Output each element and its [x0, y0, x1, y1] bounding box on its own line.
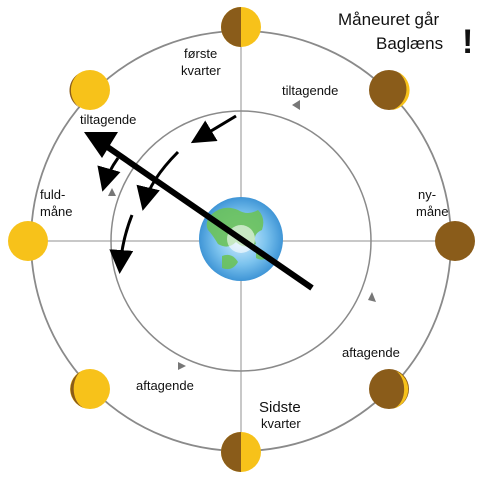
- moon-phase-icon-right: [435, 221, 475, 261]
- moon-phase-icon-lower-left: [70, 369, 110, 409]
- label-maane-left: måne: [40, 204, 73, 219]
- big-arrow-icon: [84, 132, 314, 291]
- label-tiltagende-top: tiltagende: [282, 83, 338, 98]
- label-aftagende-bottom: aftagende: [136, 378, 194, 393]
- moon-phase-icon-top: [221, 7, 261, 47]
- title-line2: Baglæns: [376, 34, 443, 53]
- orbit-direction-marker-left: [108, 188, 116, 196]
- label-aftagende-right: aftagende: [342, 345, 400, 360]
- label-tiltagende-left: tiltagende: [80, 112, 136, 127]
- moon-phase-icon-bottom: [221, 432, 261, 472]
- direction-arrow-icon-1: [190, 114, 237, 144]
- label-forste: første: [184, 46, 217, 61]
- moon-phase-icon-left: [8, 221, 48, 261]
- orbit-direction-marker-bottom: [178, 362, 186, 370]
- inner-orbit-circle: [110, 110, 372, 372]
- label-kvarter-top: kvarter: [181, 63, 221, 78]
- label-ny: ny-: [418, 187, 436, 202]
- orbit-direction-marker-right: [368, 292, 376, 302]
- title-exclamation: !: [462, 23, 473, 61]
- title-line1: Måneuret går: [338, 10, 439, 29]
- moon-phase-icon-lower-right: [369, 369, 409, 409]
- orbit-direction-marker-top: [292, 100, 300, 110]
- moon-phase-icon-upper-left: [69, 70, 110, 110]
- direction-arrow-icon-3: [109, 214, 134, 274]
- label-kvarter-bottom: kvarter: [261, 416, 301, 431]
- direction-arrow-icon-4: [97, 157, 121, 192]
- label-maane-right: måne: [416, 204, 449, 219]
- label-fuld: fuld-: [40, 187, 65, 202]
- label-sidste: Sidste: [259, 399, 301, 416]
- moon-phase-icon-upper-right: [369, 70, 410, 110]
